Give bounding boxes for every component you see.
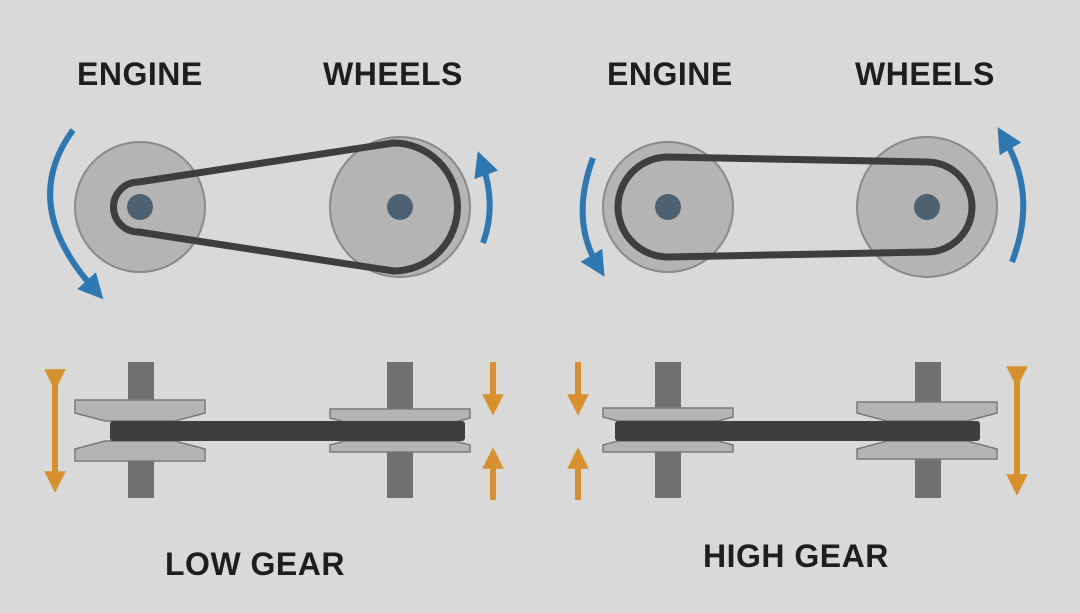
wheels-sheave-lower: [856, 440, 998, 460]
wheels-sheave-upper: [329, 408, 471, 423]
drive-belt: [614, 153, 976, 261]
high-gear-wheels-label: WHEELS: [855, 56, 995, 92]
low-gear-wheels-label: WHEELS: [323, 56, 463, 92]
wheels-sheave-lower: [329, 440, 471, 453]
engine-sheave-upper: [74, 399, 206, 422]
engine-sheave-lower: [74, 440, 206, 462]
engine-sheave-lower: [602, 440, 734, 453]
low-gear-top-view: [47, 128, 499, 300]
wheels-hub: [387, 194, 413, 220]
engine-rotation-arrow-icon: [47, 128, 104, 300]
engine-hub: [655, 194, 681, 220]
low-gear-engine-label: ENGINE: [77, 56, 203, 92]
drive-belt: [110, 139, 461, 275]
low-gear-title: LOW GEAR: [165, 546, 345, 582]
high-gear-side-view: [567, 362, 1028, 500]
engine-hub: [127, 194, 153, 220]
wheels-rotation-arrow-icon: [474, 151, 499, 245]
wheels-rotation-arrow-icon: [997, 127, 1027, 264]
high-gear-engine-label: ENGINE: [607, 56, 733, 92]
belt-side: [110, 421, 465, 441]
engine-sheave-upper: [602, 407, 734, 422]
low-gear-side-view: [44, 362, 504, 500]
high-gear-top-view: [579, 127, 1027, 278]
high-gear-title: HIGH GEAR: [703, 538, 889, 574]
belt-side: [615, 421, 980, 441]
wheels-hub: [914, 194, 940, 220]
engine-rotation-arrow-icon: [579, 156, 605, 277]
wheels-sheave-upper: [856, 401, 998, 422]
